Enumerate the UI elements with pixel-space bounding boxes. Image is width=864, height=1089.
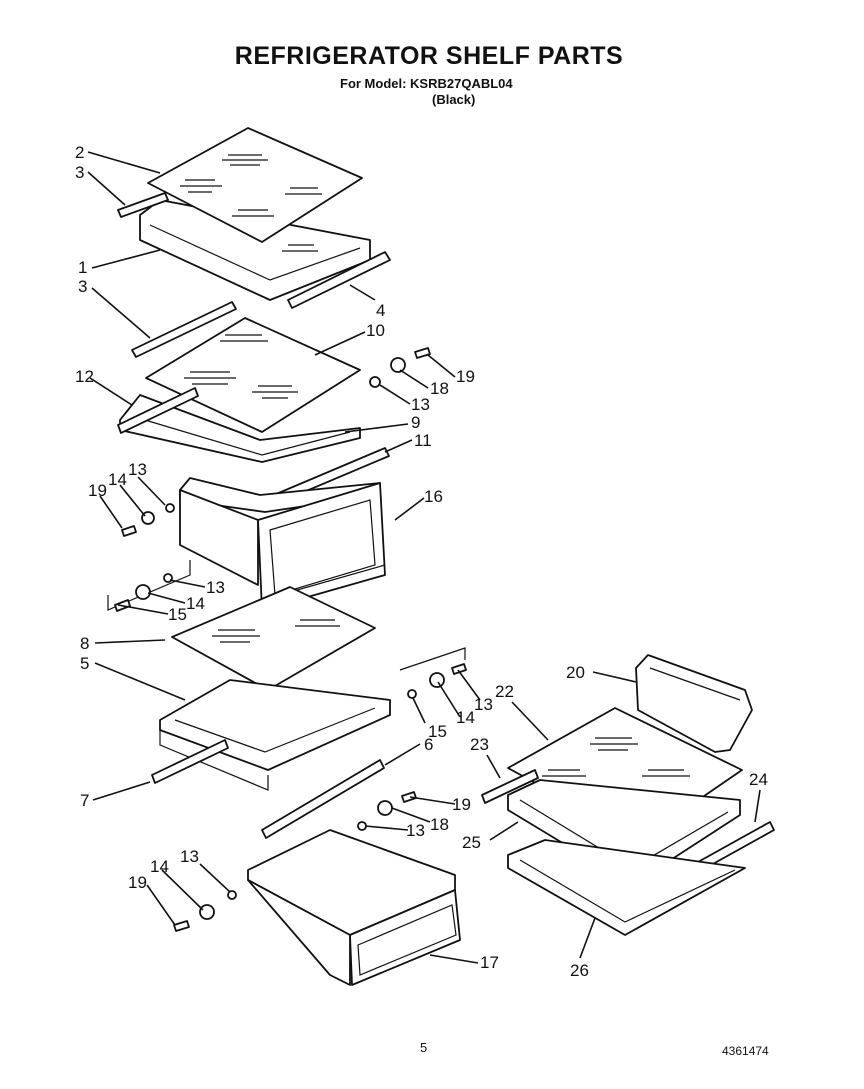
model-line: For Model: KSRB27QABL04 bbox=[340, 76, 513, 91]
top-shelf-assembly bbox=[117, 127, 391, 309]
callout-8: 8 bbox=[80, 634, 89, 653]
side-shelf-assembly bbox=[481, 654, 775, 936]
callout-17: 17 bbox=[480, 953, 499, 972]
callout-7: 7 bbox=[80, 791, 89, 810]
callout-3: 3 bbox=[78, 277, 87, 296]
document-number: 4361474 bbox=[722, 1044, 769, 1058]
callout-19: 19 bbox=[128, 873, 147, 892]
callout-13: 13 bbox=[206, 578, 225, 597]
callout-numbers: 2 3 1 3 4 10 12 19 18 13 9 11 13 14 19 1… bbox=[75, 143, 768, 980]
callout-26: 26 bbox=[570, 961, 589, 980]
callout-5: 5 bbox=[80, 654, 89, 673]
callout-12: 12 bbox=[75, 367, 94, 386]
callout-13: 13 bbox=[180, 847, 199, 866]
callout-13: 13 bbox=[128, 460, 147, 479]
callout-18: 18 bbox=[430, 815, 449, 834]
callout-24: 24 bbox=[749, 770, 768, 789]
callout-19: 19 bbox=[452, 795, 471, 814]
callout-15: 15 bbox=[428, 722, 447, 741]
callout-25: 25 bbox=[462, 833, 481, 852]
callout-3: 3 bbox=[75, 163, 84, 182]
callout-19: 19 bbox=[88, 481, 107, 500]
page-title: REFRIGERATOR SHELF PARTS bbox=[234, 42, 624, 70]
callout-14: 14 bbox=[186, 594, 205, 613]
callout-14: 14 bbox=[150, 857, 169, 876]
page-number: 5 bbox=[420, 1040, 428, 1055]
callout-14: 14 bbox=[108, 470, 127, 489]
lower-glass-shelf-assembly bbox=[151, 586, 467, 839]
callout-4: 4 bbox=[376, 301, 385, 320]
callout-23: 23 bbox=[470, 735, 489, 754]
middle-shelf-assembly bbox=[117, 301, 431, 509]
callout-10: 10 bbox=[366, 321, 385, 340]
callout-16: 16 bbox=[424, 487, 443, 506]
callout-13: 13 bbox=[406, 821, 425, 840]
callout-6: 6 bbox=[424, 735, 433, 754]
callout-1: 1 bbox=[78, 258, 87, 277]
upper-crisper-drawer bbox=[107, 477, 386, 612]
callout-9: 9 bbox=[411, 413, 420, 432]
color-variant: (Black) bbox=[432, 92, 476, 107]
callout-15: 15 bbox=[168, 605, 187, 624]
callout-13: 13 bbox=[474, 695, 493, 714]
callout-20: 20 bbox=[566, 663, 585, 682]
callout-19: 19 bbox=[456, 367, 475, 386]
callout-14: 14 bbox=[456, 708, 475, 727]
callout-18: 18 bbox=[430, 379, 449, 398]
callout-11: 11 bbox=[414, 431, 432, 450]
callout-2: 2 bbox=[75, 143, 84, 162]
callout-13: 13 bbox=[411, 395, 430, 414]
leader-lines bbox=[87, 151, 761, 964]
callout-22: 22 bbox=[495, 682, 514, 701]
